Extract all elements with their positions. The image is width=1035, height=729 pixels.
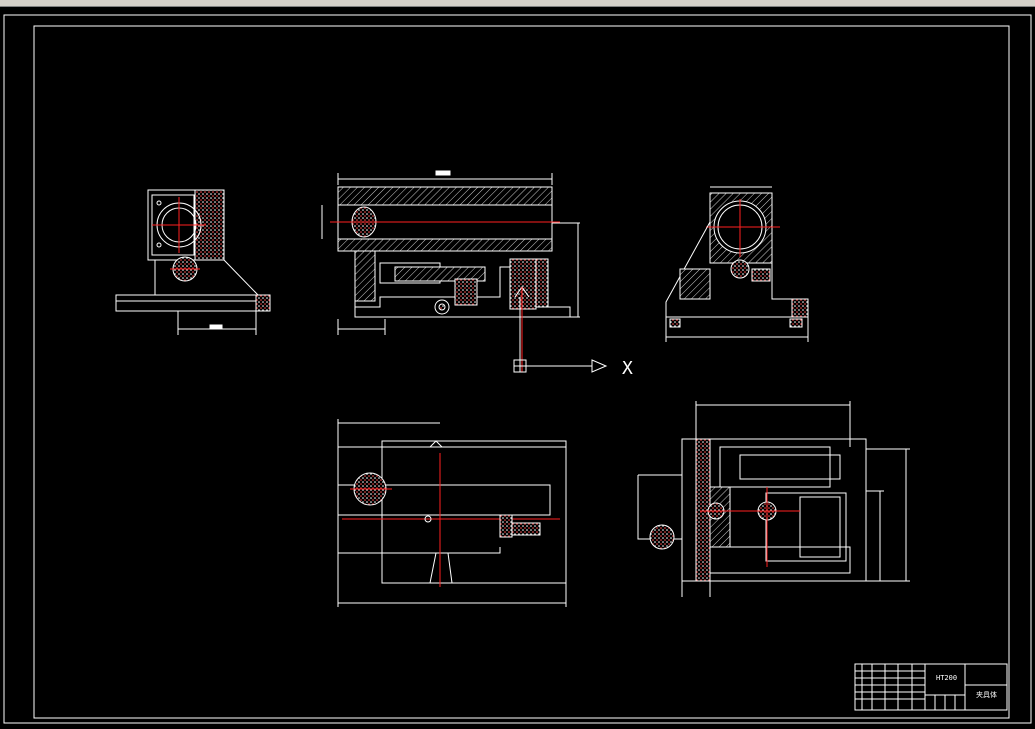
title-block-part-name: 夹具体 (976, 690, 997, 699)
title-block (854, 663, 1008, 711)
cad-drawing-canvas[interactable]: X (0, 7, 1035, 725)
ucs-axis-marker (513, 297, 608, 373)
ucs-x-label: X (622, 358, 633, 379)
drawing-svg: X (3, 14, 1032, 724)
left-view[interactable] (115, 189, 271, 335)
application-toolbar-strip (0, 0, 1035, 7)
sheet-outer-border (3, 14, 1032, 724)
plan-view-left[interactable] (337, 419, 567, 607)
title-block-material: HT200 (936, 674, 957, 682)
plan-view-right[interactable] (637, 401, 910, 597)
right-view[interactable] (665, 186, 809, 342)
sheet-inner-border (33, 25, 1010, 719)
front-view[interactable] (321, 170, 580, 372)
